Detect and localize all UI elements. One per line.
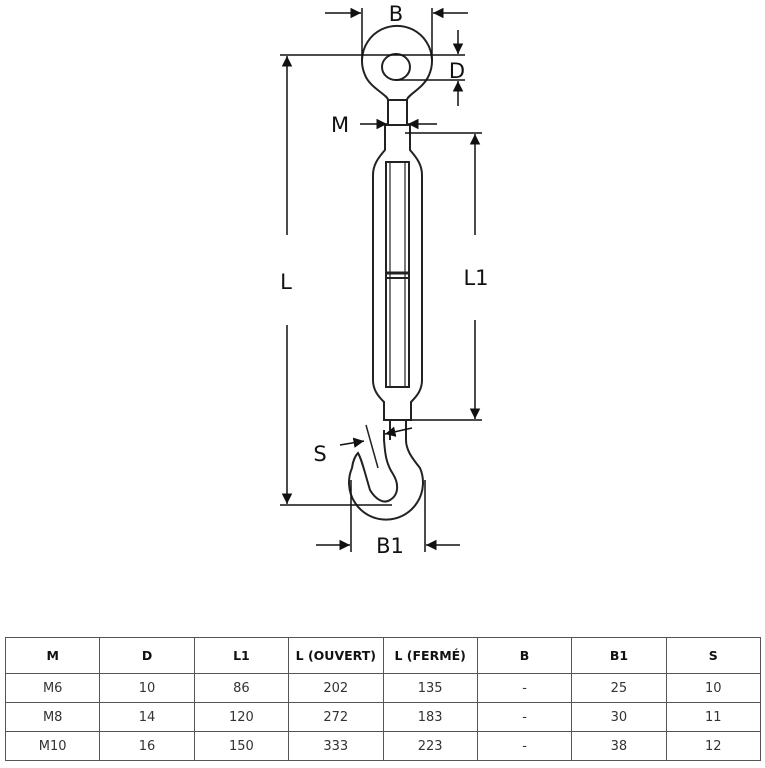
table-cell: 223 bbox=[382, 731, 478, 761]
table-cell: 30 bbox=[571, 702, 667, 732]
table-cell: 14 bbox=[99, 702, 195, 732]
column-header: L (OUVERT) bbox=[288, 637, 384, 674]
table-cell: 135 bbox=[382, 673, 478, 703]
table-cell: 16 bbox=[99, 731, 195, 761]
turnbuckle-drawing bbox=[348, 24, 433, 521]
column-header: B1 bbox=[571, 637, 667, 674]
table-cell: 120 bbox=[193, 702, 290, 732]
table-cell: M10 bbox=[4, 731, 101, 761]
turnbuckle-diagram: B D M L L1 S B1 bbox=[280, 2, 489, 558]
column-header: M bbox=[4, 637, 101, 674]
table-cell: 86 bbox=[193, 673, 290, 703]
column-header: L1 bbox=[193, 637, 290, 674]
table-cell: 272 bbox=[288, 702, 384, 732]
table-cell: 10 bbox=[99, 673, 195, 703]
table-cell: 11 bbox=[665, 702, 762, 732]
label-d: D bbox=[449, 59, 465, 83]
table-cell: M6 bbox=[4, 673, 101, 703]
table-header-row: M D L1 L (OUVERT) L (FERMÉ) B B1 S bbox=[4, 637, 762, 674]
label-l1: L1 bbox=[463, 266, 488, 290]
label-m: M bbox=[331, 113, 349, 137]
table-cell: 12 bbox=[665, 731, 762, 761]
dimensions-table: M D L1 L (OUVERT) L (FERMÉ) B B1 S M6 10… bbox=[4, 637, 762, 761]
table-cell: 10 bbox=[665, 673, 762, 703]
label-b: B bbox=[389, 2, 403, 26]
table-row: M6 10 86 202 135 - 25 10 bbox=[4, 673, 762, 703]
label-l: L bbox=[280, 270, 292, 294]
label-s: S bbox=[313, 442, 326, 466]
table-cell: 183 bbox=[382, 702, 478, 732]
column-header: S bbox=[665, 637, 762, 674]
table-cell: M8 bbox=[4, 702, 101, 732]
table-cell: 333 bbox=[288, 731, 384, 761]
table-cell: 25 bbox=[571, 673, 667, 703]
dimension-lines bbox=[280, 7, 482, 552]
table-cell: - bbox=[476, 673, 573, 703]
table-cell: - bbox=[476, 731, 573, 761]
table-cell: - bbox=[476, 702, 573, 732]
table-cell: 202 bbox=[288, 673, 384, 703]
table-cell: 150 bbox=[193, 731, 290, 761]
column-header: B bbox=[476, 637, 573, 674]
table-cell: 38 bbox=[571, 731, 667, 761]
table-row: M8 14 120 272 183 - 30 11 bbox=[4, 702, 762, 732]
column-header: D bbox=[99, 637, 195, 674]
column-header: L (FERMÉ) bbox=[382, 637, 478, 674]
label-b1: B1 bbox=[376, 534, 404, 558]
table-row: M10 16 150 333 223 - 38 12 bbox=[4, 731, 762, 761]
